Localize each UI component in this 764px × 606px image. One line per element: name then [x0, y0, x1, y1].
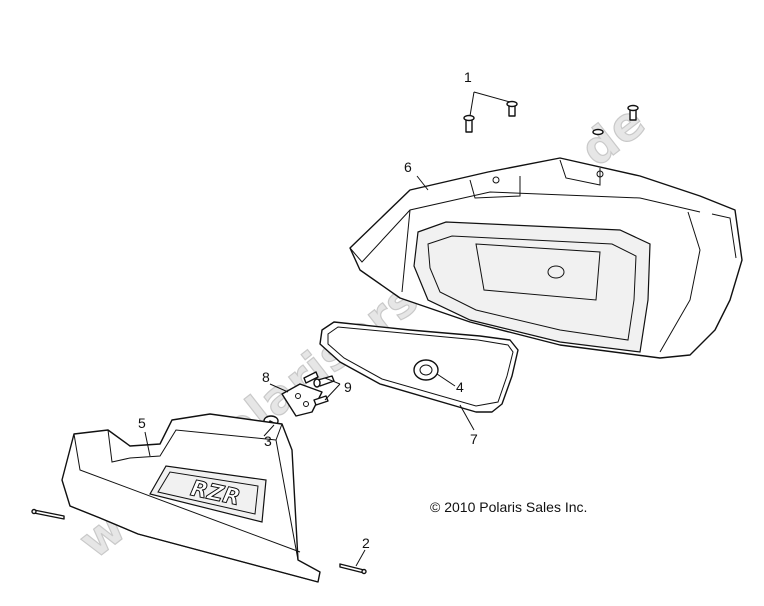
pin — [303, 371, 319, 384]
hinge-pin-right — [339, 563, 367, 575]
callout-9: 9 — [344, 379, 352, 395]
callout-1: 1 — [464, 69, 472, 85]
glovebox-housing — [349, 157, 743, 359]
screw — [627, 104, 639, 121]
pin — [313, 395, 329, 406]
pin — [313, 375, 335, 388]
callout-8: 8 — [262, 369, 270, 385]
leader-lines — [144, 91, 511, 567]
callout-4: 4 — [456, 379, 464, 395]
screw — [506, 100, 518, 117]
callout-6: 6 — [404, 159, 412, 175]
latch-knob — [413, 359, 439, 381]
hinge-pin-left — [31, 508, 65, 520]
callout-3: 3 — [264, 433, 272, 449]
screw — [463, 114, 475, 133]
copyright-notice: © 2010 Polaris Sales Inc. — [430, 499, 587, 515]
callout-5: 5 — [138, 415, 146, 431]
latch-pins — [303, 371, 335, 406]
glovebox-door: RZR — [61, 413, 321, 583]
callout-2: 2 — [362, 535, 370, 551]
callouts: 1 2 3 4 5 6 7 8 9 — [138, 69, 478, 551]
hinge-pins — [31, 508, 367, 575]
screw — [592, 128, 604, 136]
screws-group — [463, 100, 639, 136]
callout-7: 7 — [470, 431, 478, 447]
